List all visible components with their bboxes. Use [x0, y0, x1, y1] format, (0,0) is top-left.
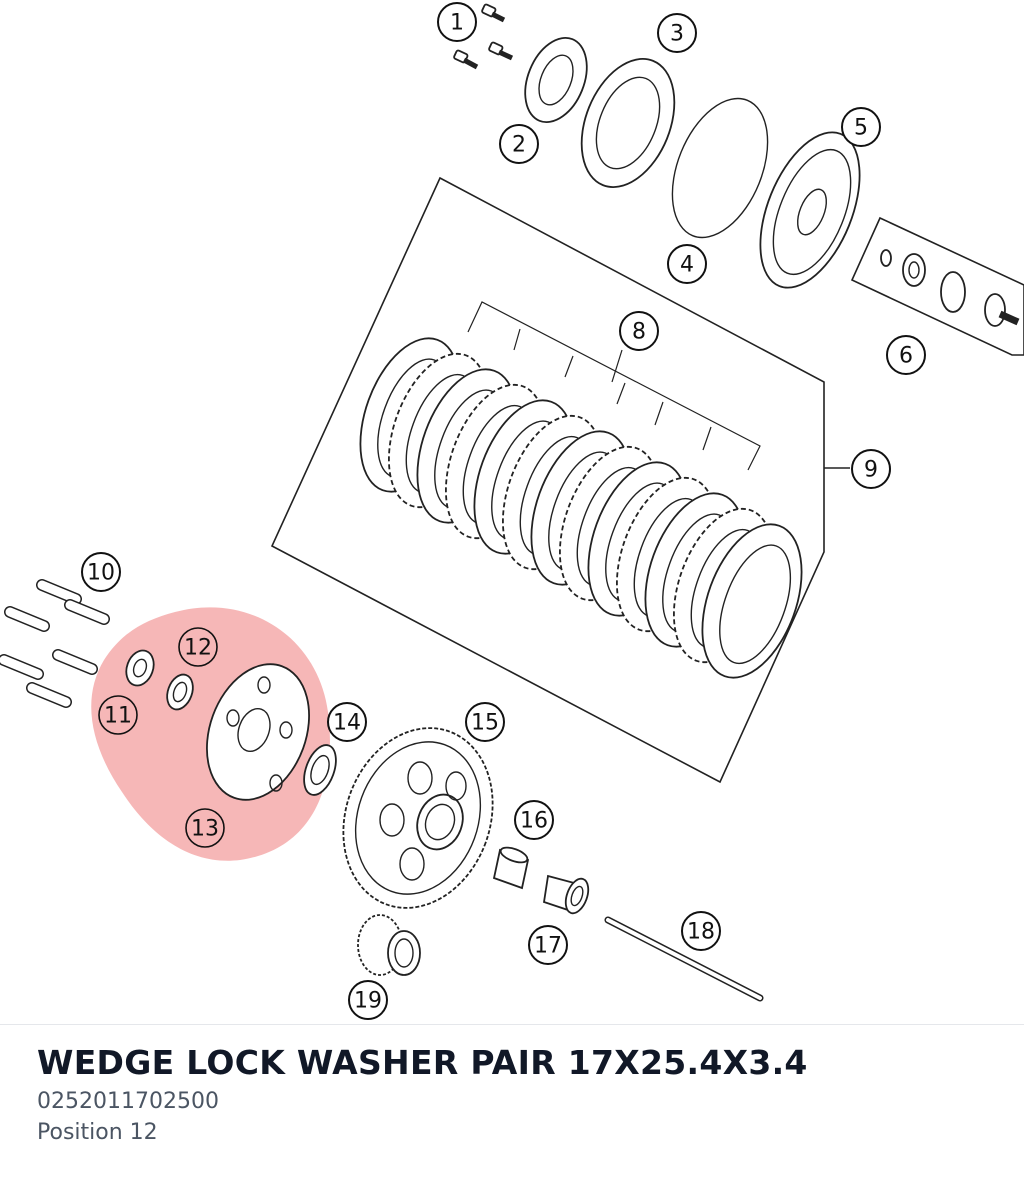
callout-label: 13: [191, 817, 219, 842]
part-title: WEDGE LOCK WASHER PAIR 17X25.4X3.4: [37, 1043, 808, 1082]
callout-label: 17: [534, 934, 562, 959]
callout-label: 11: [104, 704, 132, 729]
callout-label: 8: [632, 320, 646, 345]
callout-label: 1: [450, 11, 464, 36]
bolt-part: [453, 3, 514, 70]
callout-13[interactable]: 13: [185, 808, 225, 848]
clutch-hub-part: [759, 131, 861, 289]
callout-9[interactable]: 9: [851, 449, 891, 489]
pushrod-part: [604, 916, 764, 1002]
primary-gear-part: [357, 914, 421, 976]
callout-label: 2: [512, 133, 526, 158]
callout-2[interactable]: 2: [499, 124, 539, 164]
sleeve-part: [542, 874, 590, 915]
clutch-plate-stack: [359, 337, 803, 679]
callout-15[interactable]: 15: [465, 702, 505, 742]
callout-label: 10: [87, 561, 115, 586]
part-position: Position 12: [37, 1120, 158, 1145]
callout-label: 5: [854, 116, 868, 141]
callout-12[interactable]: 12: [178, 627, 218, 667]
callout-14[interactable]: 14: [327, 702, 367, 742]
pin-set-part: [0, 579, 110, 708]
callout-label: 12: [184, 636, 212, 661]
pin-fill: [37, 580, 81, 604]
part-number: 0252011702500: [37, 1089, 219, 1114]
callout-16[interactable]: 16: [514, 800, 554, 840]
callout-18[interactable]: 18: [681, 911, 721, 951]
callout-6[interactable]: 6: [886, 335, 926, 375]
part-6-frame: [850, 216, 1024, 356]
callout-8-leaders: [467, 301, 761, 471]
callout-label: 14: [333, 711, 361, 736]
wire-ring-part: [671, 97, 769, 239]
callout-11[interactable]: 11: [98, 695, 138, 735]
callout-label: 18: [687, 920, 715, 945]
callout-10[interactable]: 10: [81, 552, 121, 592]
pin-fill: [5, 607, 49, 631]
part-info-panel: WEDGE LOCK WASHER PAIR 17X25.4X3.4 02520…: [37, 1040, 997, 1148]
callout-19[interactable]: 19: [348, 980, 388, 1020]
callout-label: 3: [670, 22, 684, 47]
callout-17[interactable]: 17: [528, 925, 568, 965]
clutch-basket-part: [342, 727, 494, 909]
callout-1[interactable]: 1: [437, 2, 477, 42]
pressure-plate-part: [524, 36, 588, 124]
thrust-washer-part: [303, 744, 337, 796]
clutch-pack-frame: [270, 176, 825, 784]
callout-label: 4: [680, 253, 694, 278]
pin-fill: [27, 683, 71, 707]
callout-8[interactable]: 8: [619, 311, 659, 351]
pin-fill: [53, 650, 97, 674]
inner-hub-part: [206, 663, 310, 801]
callout-label: 15: [471, 711, 499, 736]
pin-fill: [0, 655, 43, 679]
callout-label: 16: [520, 809, 548, 834]
callout-5[interactable]: 5: [841, 107, 881, 147]
wedge-lock-washer-part: [166, 673, 194, 711]
steel-disc-part: [580, 58, 676, 188]
bushing-part: [492, 846, 530, 890]
clutch-plate: [701, 523, 803, 679]
nut-part: [125, 649, 155, 687]
callout-label: 6: [899, 344, 913, 369]
pin-fill: [65, 600, 109, 624]
callout-4[interactable]: 4: [667, 244, 707, 284]
callout-label: 9: [864, 458, 878, 483]
pushrod-set-part: [880, 249, 1020, 327]
divider: [0, 1024, 1024, 1025]
callout-3[interactable]: 3: [657, 13, 697, 53]
callout-label: 19: [354, 989, 382, 1014]
